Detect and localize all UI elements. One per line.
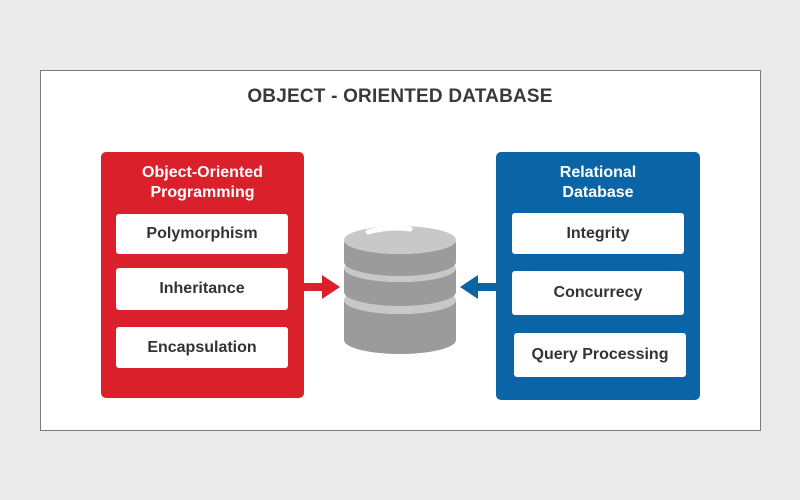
rdb-panel-heading: Relational Database (496, 163, 700, 203)
rdb-heading-line2: Database (562, 184, 634, 201)
rdb-item-concurrency: Concurrecy (512, 271, 684, 315)
oop-panel: Object-Oriented Programming Polymorphism… (101, 152, 304, 398)
oop-panel-heading: Object-Oriented Programming (101, 163, 304, 203)
oop-item-inheritance: Inheritance (116, 268, 288, 310)
rdb-item-integrity: Integrity (512, 213, 684, 254)
diagram-title: OBJECT - ORIENTED DATABASE (247, 86, 553, 107)
rdb-panel: Relational Database Integrity Concurrecy… (496, 152, 700, 400)
oop-heading-line2: Programming (150, 184, 255, 201)
oop-item-encapsulation: Encapsulation (116, 327, 288, 368)
oop-item-polymorphism: Polymorphism (116, 214, 288, 254)
rdb-item-query-processing: Query Processing (514, 333, 686, 377)
oop-heading-line1: Object-Oriented (142, 164, 263, 181)
rdb-heading-line1: Relational (559, 164, 637, 181)
